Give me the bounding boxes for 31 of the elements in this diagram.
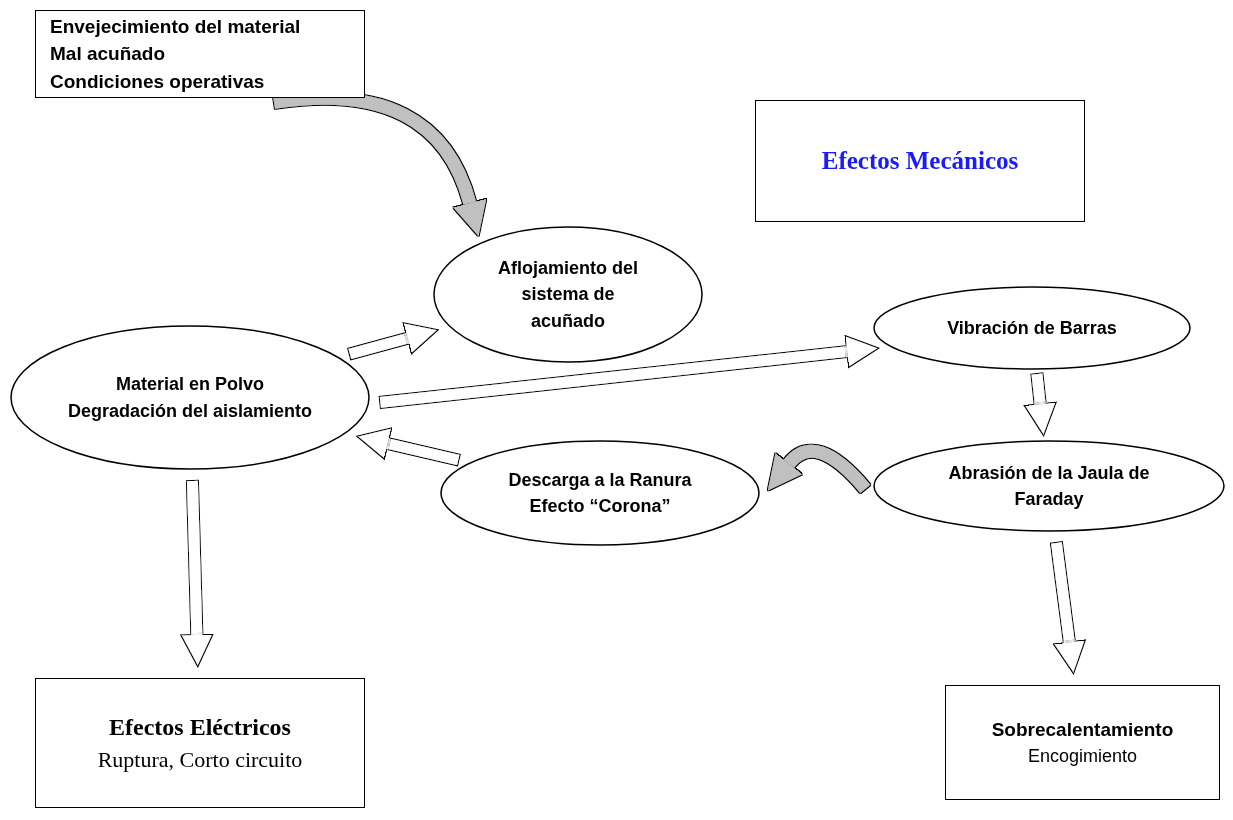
process-ellipse: [10, 325, 370, 470]
node-title: Sobrecalentamiento: [990, 717, 1175, 742]
block-arrow: [1049, 541, 1087, 676]
node-title: Vibración de Barras: [946, 316, 1118, 340]
block-arrow: [765, 444, 871, 494]
process-ellipse: [433, 226, 703, 363]
block-arrow: [1023, 372, 1057, 438]
node-text: Mal acuñado: [50, 42, 167, 67]
block-arrow: [179, 479, 214, 668]
node-title: Aflojamiento del sistema de acuñado: [497, 257, 639, 333]
node-title: Efectos Mecánicos: [820, 145, 1020, 176]
node-title: Descarga a la Ranura: [507, 468, 693, 492]
node-text: Condiciones operativas: [50, 69, 266, 94]
block-arrow: [378, 334, 881, 409]
node-title: Abrasión de la Jaula de Faraday: [947, 461, 1151, 511]
process-ellipse: [440, 440, 760, 546]
node-title: Material en Polvo: [114, 373, 265, 397]
node-title: Envejecimiento del material: [50, 14, 302, 39]
text-box: [35, 678, 365, 808]
node-title: Efectos Eléctricos: [108, 712, 292, 742]
text-box: [35, 10, 365, 98]
node-text: Ruptura, Corto circuito: [96, 746, 304, 775]
block-arrow: [347, 322, 440, 361]
text-box: [945, 685, 1220, 800]
block-arrow: [355, 427, 461, 467]
node-text: Degradación del aislamiento: [66, 399, 314, 423]
process-ellipse: [873, 440, 1225, 532]
node-text: Encogimiento: [1026, 745, 1139, 769]
text-box: [755, 100, 1085, 222]
process-ellipse: [873, 286, 1191, 370]
node-text: Efecto “Corona”: [528, 495, 672, 518]
